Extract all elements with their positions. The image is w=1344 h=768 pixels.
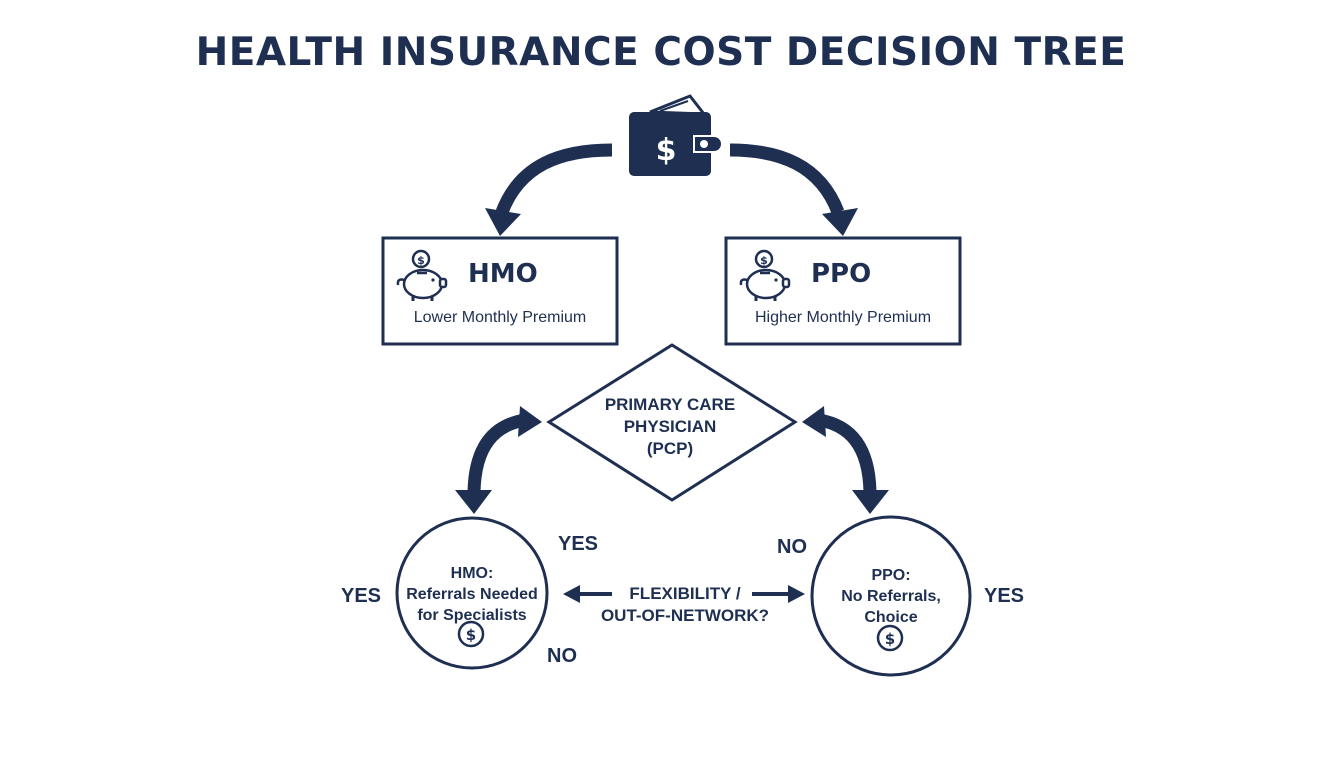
hmo-outcome-line-3: for Specialists xyxy=(417,607,527,624)
hmo-outcome-line-1: HMO: xyxy=(450,565,494,582)
pcp-line-1: PRIMARY CARE xyxy=(604,395,736,414)
piggy-bank-coin-icon: $ xyxy=(739,249,791,301)
wallet-dollar-icon: $ xyxy=(629,94,723,176)
svg-text:$: $ xyxy=(885,630,895,648)
flexibility-question: FLEXIBILITY / OUT-OF-NETWORK? xyxy=(580,583,790,627)
hmo-premium-text: Lower Monthly Premium xyxy=(413,309,587,326)
ppo-outcome-line-2: No Referrals, xyxy=(841,588,941,605)
ppo-plan-name: PPO xyxy=(811,259,872,289)
hmo-outcome-line-2: Referrals Needed xyxy=(406,586,538,603)
ppo-outcome-circle xyxy=(810,515,972,677)
svg-text:$: $ xyxy=(760,254,768,267)
svg-text:$: $ xyxy=(656,133,677,168)
label-yes-hmo-top: YES xyxy=(558,533,599,555)
flexibility-double-arrow xyxy=(563,585,805,603)
ppo-premium-text: Higher Monthly Premium xyxy=(754,309,932,326)
page-title: HEALTH INSURANCE COST DECISION TREE xyxy=(195,30,1127,75)
arrow-pcp-to-ppo-outcome xyxy=(802,406,889,514)
dollar-coin-icon: $ xyxy=(876,624,904,652)
pcp-decision-text: PRIMARY CARE PHYSICIAN (PCP) xyxy=(585,394,755,460)
arrow-to-ppo xyxy=(729,143,858,236)
label-yes-right: YES xyxy=(984,585,1025,607)
hmo-outcome-circle xyxy=(395,516,549,670)
arrow-to-hmo xyxy=(485,143,613,236)
ppo-outcome-text: PPO: No Referrals, Choice xyxy=(821,565,961,628)
piggy-bank-coin-icon: $ xyxy=(396,249,448,301)
hmo-outcome-text: HMO: Referrals Needed for Specialists xyxy=(402,563,542,626)
label-no-hmo-bottom: NO xyxy=(547,645,577,667)
dollar-coin-icon: $ xyxy=(457,620,485,648)
arrow-pcp-to-hmo-outcome xyxy=(455,406,542,514)
pcp-line-3: (PCP) xyxy=(646,439,694,458)
flexibility-line-1: FLEXIBILITY / xyxy=(629,584,741,603)
ppo-outcome-line-1: PPO: xyxy=(871,567,911,584)
label-no-ppo-top: NO xyxy=(777,536,807,558)
svg-text:$: $ xyxy=(466,626,476,644)
flexibility-line-2: OUT-OF-NETWORK? xyxy=(600,606,770,625)
hmo-plan-name: HMO xyxy=(468,259,538,289)
pcp-line-2: PHYSICIAN xyxy=(623,417,717,436)
svg-text:$: $ xyxy=(417,254,425,267)
pcp-decision-diamond xyxy=(546,343,798,502)
label-yes-left: YES xyxy=(341,585,382,607)
ppo-outcome-line-3: Choice xyxy=(864,609,918,626)
